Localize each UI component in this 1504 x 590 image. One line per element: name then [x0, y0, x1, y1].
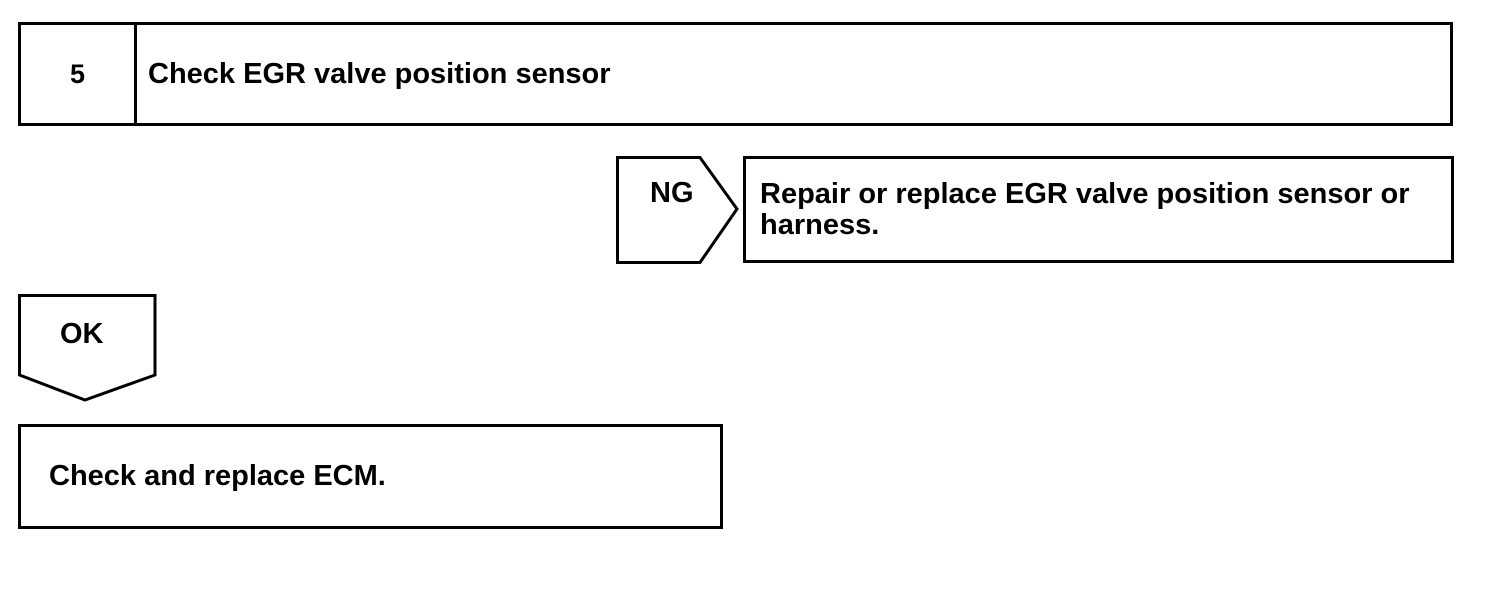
ok-label: OK	[60, 318, 104, 350]
ng-action-box: Repair or replace EGR valve position sen…	[743, 156, 1454, 263]
ok-action-box: Check and replace ECM.	[18, 424, 723, 529]
ok-action-text: Check and replace ECM.	[49, 460, 386, 492]
ok-arrow-shape	[18, 294, 157, 402]
step-number: 5	[21, 25, 137, 123]
ng-arrow-shape	[616, 156, 739, 264]
step-title: Check EGR valve position sensor	[148, 57, 611, 90]
ng-label: NG	[650, 177, 694, 209]
step-header: 5 Check EGR valve position sensor	[18, 22, 1453, 126]
